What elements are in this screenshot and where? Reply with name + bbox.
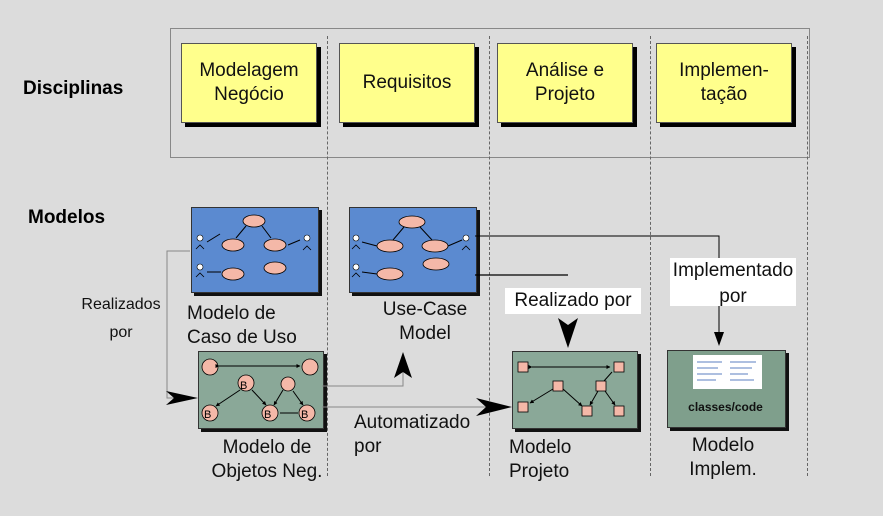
disciplines-frame [170, 28, 810, 158]
row-label-modelos: Modelos [28, 207, 106, 228]
caption-modelo-implem: Modelo Implem. [689, 435, 757, 480]
discipline-requisitos: Requisitos [339, 43, 475, 123]
bo-letter-4: B [301, 409, 308, 421]
bo-letter-1: B [240, 380, 247, 392]
bo-letter-3: B [264, 409, 271, 421]
classes-code-label: classes/code [688, 400, 763, 414]
code-listing-icon [693, 355, 762, 389]
usecase-model-content [351, 215, 471, 281]
label-automatizado-por: Automatizado por [354, 412, 471, 457]
realizados-por-arrowhead [166, 391, 198, 405]
design-model-content [517, 361, 625, 417]
row-label-disciplinas: Disciplinas [23, 78, 124, 99]
business-object-content [201, 358, 319, 422]
discipline-modelagem-negocio: Modelagem Negócio [181, 43, 317, 123]
caption-modelo-objetos-neg: Modelo de Objetos Neg. [211, 437, 323, 482]
bo-letter-2: B [204, 409, 211, 421]
discipline-implementacao: Implemen- tação [656, 43, 792, 123]
label-realizados-por: Realizados por [81, 296, 161, 341]
caption-modelo-caso-de-uso: Modelo de Caso de Uso [187, 303, 297, 348]
label-implementado-por: Implementado por [670, 258, 796, 307]
implementado-arrowhead [714, 332, 724, 346]
business-usecase-content [195, 214, 312, 281]
separator-4 [807, 36, 808, 476]
realizado-por-arrowhead [558, 318, 578, 348]
separator-2 [489, 36, 490, 476]
automatizado-arrowhead-up [394, 352, 412, 378]
caption-use-case-model: Use-Case Model [382, 299, 468, 344]
code-lines [697, 361, 756, 381]
separator-1 [327, 36, 328, 476]
automatizado-connector-up [322, 356, 404, 387]
discipline-analise-projeto: Análise e Projeto [497, 43, 633, 123]
label-realizado-por: Realizado por [505, 288, 641, 314]
separator-3 [650, 36, 651, 476]
caption-modelo-projeto: Modelo Projeto [509, 437, 572, 482]
automatizado-arrowhead-right [476, 398, 512, 416]
